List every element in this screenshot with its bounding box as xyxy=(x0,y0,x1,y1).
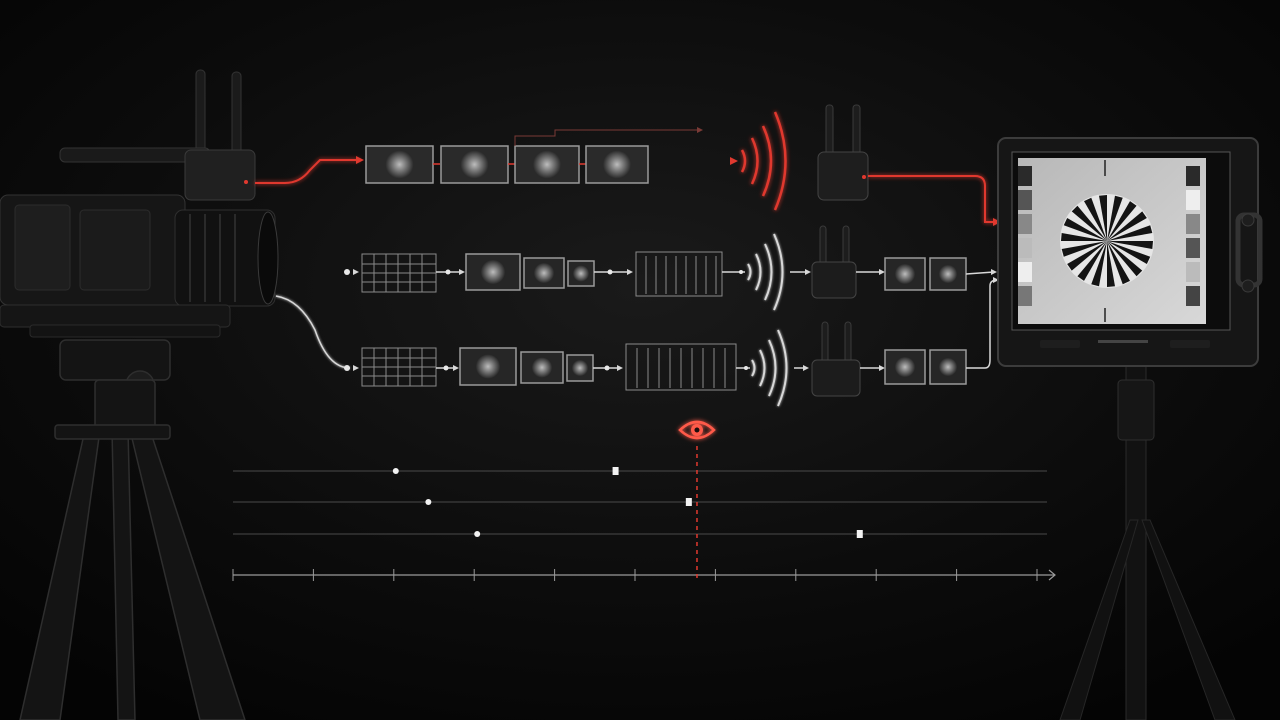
siemens-star-spoke xyxy=(1084,197,1107,241)
siemens-star-spoke xyxy=(1107,241,1130,285)
siemens-star-spoke xyxy=(1063,218,1107,241)
timeline-endpoint xyxy=(856,530,863,538)
siemens-star-spoke xyxy=(1091,241,1107,287)
wireless-receiver-icon xyxy=(811,321,861,397)
frame-buffer-icon xyxy=(635,251,723,297)
siemens-star-spoke xyxy=(1107,241,1143,277)
video-frame-icon xyxy=(459,347,517,386)
video-frame-icon xyxy=(884,257,926,291)
siemens-star-pattern xyxy=(1060,194,1154,288)
latency-timeline xyxy=(232,420,1056,582)
video-frame-icon xyxy=(440,145,509,184)
timeline-midpoint xyxy=(425,499,432,505)
timeline-endpoint xyxy=(685,498,692,506)
siemens-star-spoke xyxy=(1107,241,1153,249)
test-pattern-greyscale xyxy=(1018,166,1200,306)
siemens-star-spoke xyxy=(1107,211,1147,241)
pipeline-encoded-a xyxy=(276,225,997,311)
video-frame-icon xyxy=(929,257,967,291)
radio-waves-icon xyxy=(751,329,788,407)
video-frame-icon xyxy=(520,351,564,384)
siemens-star-spoke xyxy=(1107,195,1123,241)
timeline-midpoint xyxy=(474,531,481,537)
siemens-star-spoke xyxy=(1107,241,1115,287)
radio-waves-icon xyxy=(740,111,787,211)
video-frame-icon xyxy=(365,145,434,184)
video-frame-icon xyxy=(929,349,967,385)
cinema-camera-icon xyxy=(0,69,279,338)
arrow-icon xyxy=(1048,569,1056,581)
encoding-grid-icon xyxy=(361,347,437,387)
siemens-star-spoke xyxy=(1067,241,1107,271)
pipeline-direct-link-in xyxy=(255,159,360,184)
video-frame-icon xyxy=(514,145,580,184)
timeline-axis xyxy=(232,569,1056,581)
encoding-grid-icon xyxy=(361,253,437,293)
timeline-midpoint xyxy=(392,468,399,474)
video-frame-icon xyxy=(585,145,649,184)
siemens-star-spoke xyxy=(1107,241,1151,264)
siemens-star-spoke xyxy=(1061,241,1107,257)
field-monitor-icon xyxy=(997,137,1263,720)
siemens-star-spoke xyxy=(1071,205,1107,241)
timeline-endpoint xyxy=(612,467,619,475)
siemens-star-spoke xyxy=(1099,195,1107,241)
radio-waves-icon xyxy=(747,233,784,311)
pipeline-encoded-b xyxy=(275,277,999,407)
video-frame-icon xyxy=(567,260,595,287)
tripod-icon xyxy=(19,339,246,720)
siemens-star-spoke xyxy=(1107,225,1153,241)
wireless-receiver-icon xyxy=(817,104,869,201)
viewer-eye-icon xyxy=(678,420,716,440)
video-frame-icon xyxy=(465,253,521,291)
frame-buffer-icon xyxy=(625,343,737,391)
wireless-receiver-icon xyxy=(811,225,857,299)
video-frame-icon xyxy=(566,354,594,382)
observer-marker xyxy=(678,420,716,582)
siemens-star-spoke xyxy=(1077,241,1107,281)
siemens-star-spoke xyxy=(1061,233,1107,241)
pipeline-direct xyxy=(255,104,1001,226)
video-frame-icon xyxy=(884,349,926,385)
arrow-icon xyxy=(356,156,364,164)
timeline-tracks xyxy=(233,467,1047,538)
siemens-star-spoke xyxy=(1107,201,1137,241)
video-frame-icon xyxy=(523,257,565,289)
